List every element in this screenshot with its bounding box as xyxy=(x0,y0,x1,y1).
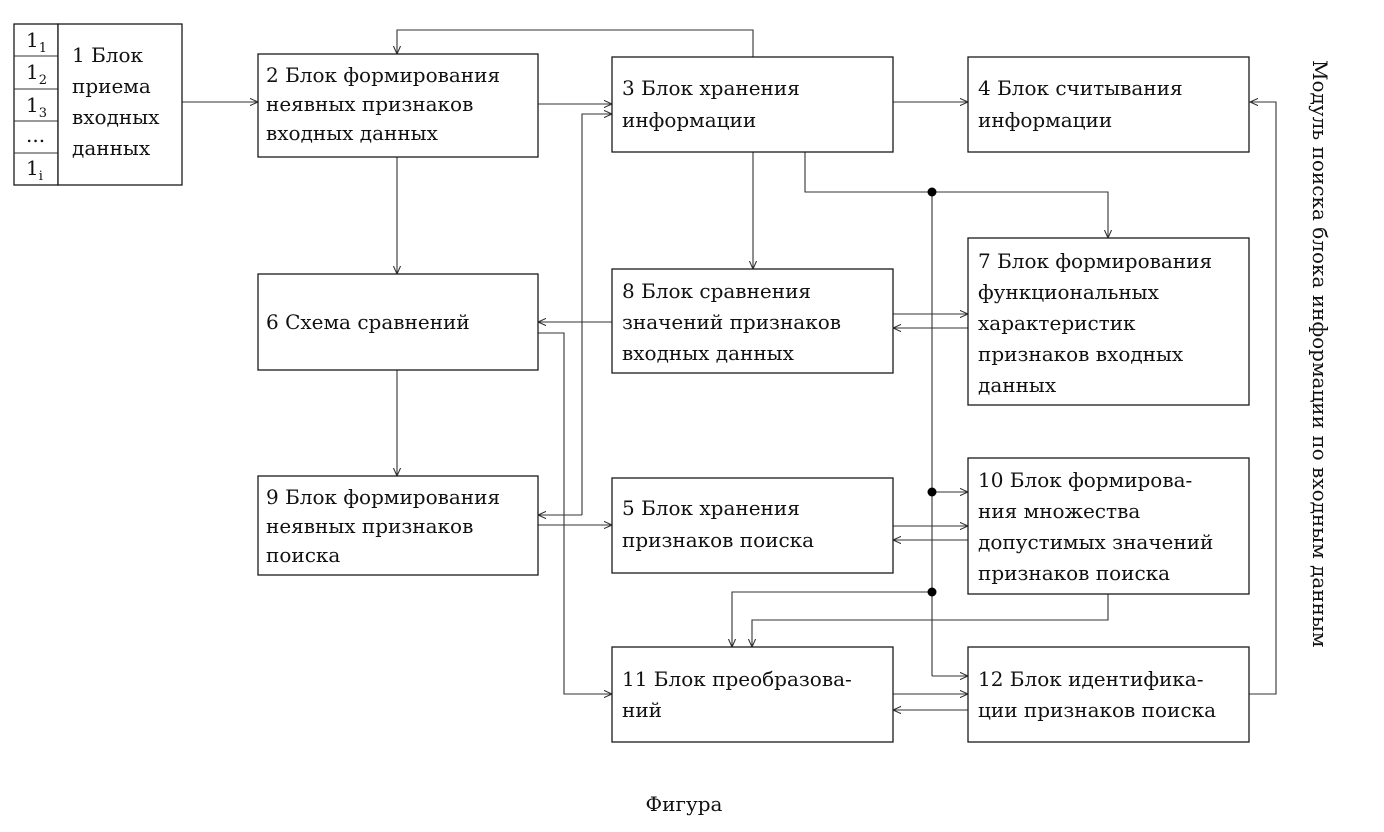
block-8: 8 Блок сравнения значений признаков вход… xyxy=(611,268,894,374)
block-3: 3 Блок хранения информации xyxy=(611,56,894,153)
connector-bus-to-11 xyxy=(732,591,932,647)
connector-6-to-11 xyxy=(538,332,612,694)
input-cell-i: 1i xyxy=(26,156,43,184)
block-9: 9 Блок формирования неявных признаков по… xyxy=(257,475,539,576)
block-1-label: 1 Блок приема входных данных xyxy=(72,43,166,160)
block-11-label: 11 Блок преобразова- ний xyxy=(622,667,858,722)
block-6: 6 Схема сравнений xyxy=(257,273,539,371)
block-7-label: 7 Блок формирования функциональных харак… xyxy=(978,249,1218,397)
connector-3-to-2-feedback xyxy=(397,29,754,57)
block-7: 7 Блок формирования функциональных харак… xyxy=(967,237,1250,406)
input-cell-ellipsis: ... xyxy=(26,123,45,147)
junctions xyxy=(927,187,937,597)
connector-9-to-3 xyxy=(581,114,612,515)
figure-caption: Фигура xyxy=(646,792,723,816)
block-2: 2 Блок формирования неявных признаков вх… xyxy=(257,53,539,158)
input-cell-2: 12 xyxy=(26,60,47,88)
connector-12-to-4 xyxy=(1248,102,1277,695)
block-12-label: 12 Блок идентифика- ции признаков поиска xyxy=(978,667,1216,722)
input-cell-3: 13 xyxy=(26,93,47,121)
block-11: 11 Блок преобразова- ний xyxy=(611,646,894,743)
connector-3-to-7 xyxy=(804,152,1108,238)
block-6-label: 6 Схема сравнений xyxy=(266,310,470,334)
block-1: 1 Блок приема входных данных xyxy=(57,23,183,186)
block-12: 12 Блок идентифика- ции признаков поиска xyxy=(967,646,1250,743)
block-9-label: 9 Блок формирования неявных признаков по… xyxy=(266,485,506,567)
junction-dot xyxy=(927,587,937,597)
block-3-label: 3 Блок хранения информации xyxy=(622,76,806,132)
block-10-label: 10 Блок формирова- ния множества допусти… xyxy=(978,468,1220,585)
block-4-label: 4 Блок считывания информации xyxy=(978,76,1189,132)
module-label: Модуль поиска блока информации по входны… xyxy=(1308,60,1332,647)
connectors xyxy=(182,29,1277,710)
block-4: 4 Блок считывания информации xyxy=(967,56,1250,153)
input-cells: 11 12 13 ... 1i xyxy=(13,23,59,186)
block-2-label: 2 Блок формирования неявных признаков вх… xyxy=(266,63,506,145)
block-5-label: 5 Блок хранения признаков поиска xyxy=(622,496,814,552)
block-10: 10 Блок формирова- ния множества допусти… xyxy=(967,457,1250,595)
junction-dot xyxy=(927,187,937,197)
connector-10-to-11 xyxy=(752,594,1109,647)
block-5: 5 Блок хранения признаков поиска xyxy=(611,477,894,574)
junction-dot xyxy=(927,487,937,497)
block-8-label: 8 Блок сравнения значений признаков вход… xyxy=(622,279,847,365)
input-cell-1: 11 xyxy=(26,28,47,56)
